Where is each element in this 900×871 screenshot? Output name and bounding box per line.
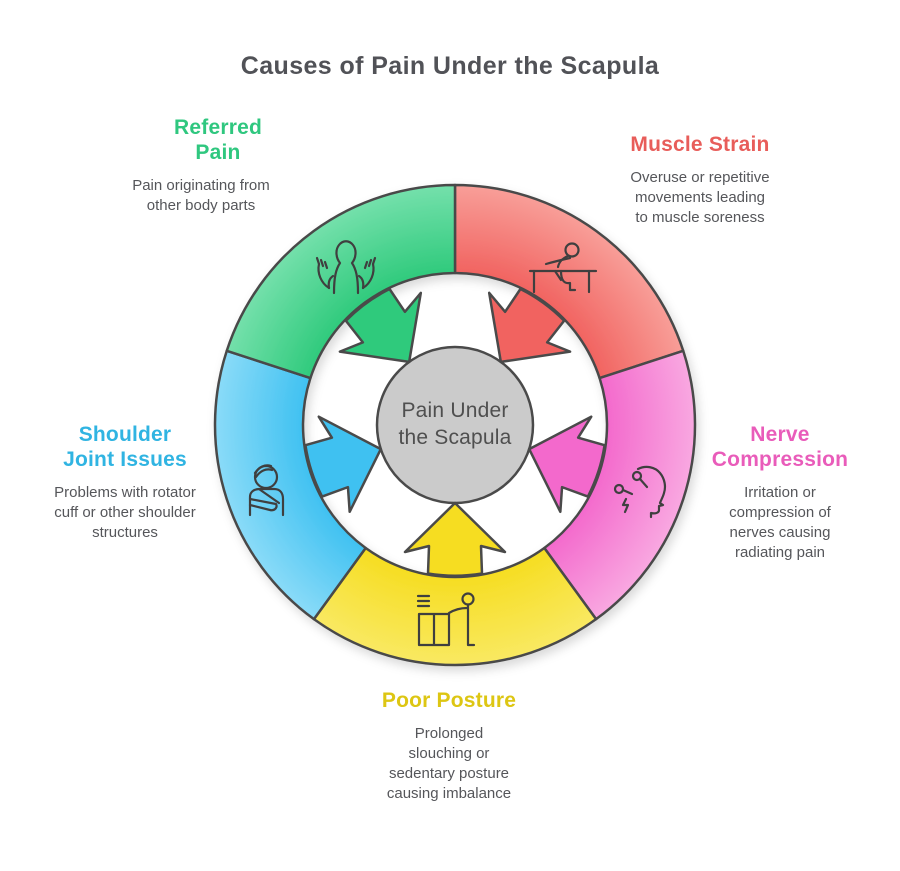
label-block-referred-pain: Referred Pain Pain originating from othe… bbox=[132, 115, 298, 216]
segment-desc-muscle-strain: Overuse or repetitive movements leading … bbox=[630, 169, 770, 226]
segment-title-line: Compression bbox=[711, 448, 849, 472]
segment-desc-nerve-compression: Irritation or compression of nerves caus… bbox=[729, 484, 831, 561]
segment-title-referred-pain: Referred Pain bbox=[138, 115, 298, 165]
label-block-poor-posture: Poor Posture Prolonged slouching or sede… bbox=[349, 688, 549, 803]
arrow-referred-pain bbox=[338, 287, 423, 364]
injured-person-arm-sling-icon bbox=[248, 464, 285, 517]
segment-title-poor-posture: Poor Posture bbox=[349, 688, 549, 713]
segment-icons bbox=[248, 240, 667, 647]
label-block-muscle-strain: Muscle Strain Overuse or repetitive move… bbox=[590, 132, 810, 228]
label-block-nerve-compression: Nerve Compression Irritation or compress… bbox=[690, 422, 870, 563]
segment-desc-referred-pain: Pain originating from other body parts bbox=[132, 177, 270, 215]
center-hub-line1: Pain Under bbox=[401, 399, 509, 422]
center-hub-line2: the Scapula bbox=[398, 426, 512, 450]
label-block-shoulder-joint-issues: Shoulder Joint Issues Problems with rota… bbox=[35, 422, 215, 543]
segment-shoulder-joint-issues bbox=[213, 349, 367, 621]
segment-desc-poor-posture: Prolonged slouching or sedentary posture… bbox=[386, 725, 512, 802]
segment-title-line: Referred bbox=[174, 116, 262, 139]
arrow-nerve-compression bbox=[527, 415, 606, 514]
head-profile-nerve-pins-icon bbox=[613, 465, 667, 519]
body-with-caring-hands-icon bbox=[315, 240, 377, 295]
segment-poor-posture bbox=[312, 546, 598, 667]
segment-referred-pain bbox=[225, 183, 457, 380]
segment-muscle-strain bbox=[453, 183, 685, 380]
inward-arrows bbox=[304, 287, 606, 577]
center-hub-label: Pain Under the Scapula bbox=[365, 397, 545, 452]
segment-desc-shoulder-joint-issues: Problems with rotator cuff or other shou… bbox=[54, 484, 196, 541]
segment-title-line: Nerve bbox=[750, 423, 810, 446]
segment-title-line: Shoulder bbox=[78, 423, 172, 446]
segment-title-muscle-strain: Muscle Strain bbox=[590, 132, 810, 157]
segment-title-line: Poor Posture bbox=[381, 689, 517, 712]
arrow-poor-posture bbox=[403, 501, 507, 577]
person-sitting-at-desk-icon bbox=[528, 242, 598, 294]
person-at-standing-desk-icon bbox=[416, 592, 476, 647]
arrow-shoulder-joint-issues bbox=[304, 415, 383, 514]
arrow-muscle-strain bbox=[487, 287, 572, 364]
segment-title-line: Joint Issues bbox=[63, 448, 187, 472]
segment-title-line: Pain bbox=[195, 141, 241, 165]
segment-title-line: Muscle Strain bbox=[630, 133, 770, 156]
diagram-title: Causes of Pain Under the Scapula bbox=[240, 52, 660, 80]
segment-title-nerve-compression: Nerve Compression bbox=[690, 422, 870, 472]
segment-title-shoulder-joint-issues: Shoulder Joint Issues bbox=[35, 422, 215, 472]
